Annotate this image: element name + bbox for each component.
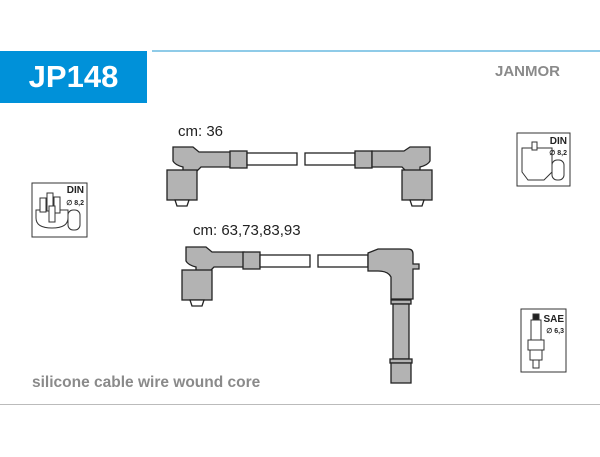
din-right-standard: DIN	[550, 136, 567, 147]
header-divider	[152, 50, 600, 52]
distributor-cap-icon: DIN ∅ 8,2	[31, 182, 88, 238]
spark-plug-icon: SAE ∅ 6,3	[520, 308, 567, 373]
cable-2-wire-right	[317, 254, 369, 268]
cable-1-wire-left	[246, 152, 298, 166]
din-left-diameter: ∅ 8,2	[66, 199, 84, 207]
cable-2-spark-plug-boot	[367, 248, 420, 384]
cable-1-left-boot	[166, 146, 248, 207]
cable-description: silicone cable wire wound core	[32, 374, 261, 391]
sae-standard: SAE	[543, 314, 564, 325]
ignition-coil-icon: DIN ∅ 8,2	[516, 132, 571, 187]
cable-1-right-boot	[354, 146, 433, 207]
cable-2-left-boot	[181, 246, 261, 307]
sae-diameter: ∅ 6,3	[546, 327, 564, 335]
brand-name: JANMOR	[494, 63, 560, 80]
footer-divider	[0, 404, 600, 405]
din-right-diameter: ∅ 8,2	[549, 149, 567, 157]
cable-1-length-label: cm: 36	[178, 123, 224, 140]
cable-2-wire-left	[259, 254, 311, 268]
cable-1-wire-right	[304, 152, 356, 166]
part-number-badge: JP148	[0, 51, 147, 103]
din-left-standard: DIN	[67, 185, 84, 196]
cable-2-length-label: cm: 63,73,83,93	[193, 222, 301, 239]
